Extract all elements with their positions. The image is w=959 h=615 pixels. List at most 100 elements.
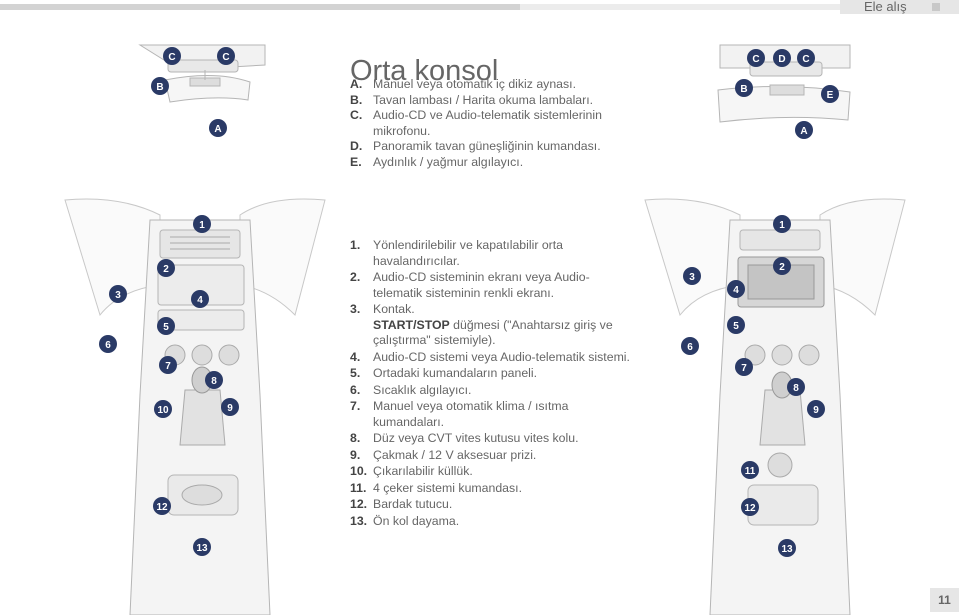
item-text-main: Tavan lambası / Harita okuma lambaları. — [373, 92, 594, 107]
marker-4-left: 4 — [191, 290, 209, 308]
svg-text:13: 13 — [196, 543, 208, 554]
marker-1-left: 1 — [193, 215, 211, 233]
marker-6-left: 6 — [99, 335, 117, 353]
item-text-main: Audio-CD ve Audio-telematik sistemlerini… — [373, 108, 602, 138]
svg-text:D: D — [778, 54, 785, 65]
svg-text:11: 11 — [745, 466, 756, 477]
marker-9-right: 9 — [807, 400, 825, 418]
item-key: 10. — [350, 464, 368, 478]
item-text: Ön kol dayama. — [373, 514, 459, 528]
item-key: 6. — [350, 382, 361, 397]
svg-text:3: 3 — [115, 290, 121, 301]
item-text: Sıcaklık algılayıcı. — [373, 383, 471, 397]
marker-8-left: 8 — [205, 371, 223, 389]
marker-4-right: 4 — [727, 280, 745, 298]
item-key: 8. — [350, 431, 361, 445]
list-item: 9. Çakmak / 12 V aksesuar prizi. — [350, 448, 630, 464]
item-text-main: Audio-CD sistemi veya Audio-telematik si… — [373, 349, 630, 364]
marker-12-right: 12 — [741, 498, 759, 516]
item-text: Manuel veya otomatik klima / ısıtma kuma… — [373, 399, 568, 429]
item-key: 4. — [350, 349, 361, 364]
svg-text:9: 9 — [813, 405, 819, 416]
marker-C-left-1: C — [163, 47, 181, 65]
list-item: 8. Düz veya CVT vites kutusu vites kolu. — [350, 431, 630, 447]
item-text-main: Çıkarılabilir küllük. — [373, 464, 473, 478]
list-item: 11. 4 çeker sistemi kumandası. — [350, 481, 630, 497]
item-key: 9. — [350, 447, 361, 462]
svg-text:C: C — [752, 54, 759, 65]
item-text: Kontak.START/STOP düğmesi ("Anahtarsız g… — [373, 302, 613, 347]
item-key: E. — [350, 154, 362, 169]
svg-text:E: E — [827, 90, 834, 101]
section-label: Ele alış — [864, 0, 907, 14]
marker-A-right: A — [795, 121, 813, 139]
svg-text:1: 1 — [199, 220, 205, 231]
marker-B-right: B — [735, 79, 753, 97]
marker-2-left: 2 — [157, 259, 175, 277]
marker-11-right: 11 — [741, 461, 759, 479]
list-item: E. Aydınlık / yağmur algılayıcı. — [350, 155, 620, 171]
marker-13-right: 13 — [778, 539, 796, 557]
list-item: 2.Audio-CD sisteminin ekranı veya Audio-… — [350, 270, 630, 301]
section-square-icon — [932, 3, 940, 11]
svg-text:1: 1 — [779, 220, 785, 231]
svg-text:2: 2 — [163, 264, 169, 275]
svg-text:4: 4 — [197, 295, 203, 306]
item-text-main: 4 çeker sistemi kumandası. — [373, 480, 522, 495]
marker-7-right: 7 — [735, 358, 753, 376]
svg-text:6: 6 — [687, 342, 693, 353]
item-text-main: Düz veya CVT vites kutusu vites kolu. — [373, 431, 579, 445]
list-item: C.Audio-CD ve Audio-telematik sistemleri… — [350, 108, 620, 139]
item-text: Aydınlık / yağmur algılayıcı. — [373, 155, 523, 169]
item-text: Tavan lambası / Harita okuma lambaları. — [373, 93, 593, 107]
svg-text:7: 7 — [741, 363, 747, 374]
svg-text:3: 3 — [689, 272, 695, 283]
markers-right-top: C D C B E A — [735, 49, 839, 139]
item-key: 5. — [350, 366, 361, 380]
item-key: 7. — [350, 399, 361, 413]
item-text-main: Audio-CD sisteminin ekranı veya Audio-te… — [373, 270, 590, 300]
item-text-main: Yönlendirilebilir ve kapatılabilir orta … — [373, 238, 564, 268]
list-item: 6. Sıcaklık algılayıcı. — [350, 383, 630, 399]
item-text-main: Panoramik tavan güneşliğinin kumandası. — [373, 139, 601, 153]
marker-3-left: 3 — [109, 285, 127, 303]
item-text-bold: START/STOP — [373, 317, 450, 332]
svg-text:C: C — [168, 52, 175, 63]
svg-text:C: C — [222, 52, 229, 63]
svg-text:2: 2 — [779, 262, 785, 273]
svg-text:12: 12 — [156, 502, 168, 513]
item-text: Çakmak / 12 V aksesuar prizi. — [373, 448, 536, 462]
section-tab[interactable] — [840, 0, 959, 14]
marker-A-left: A — [209, 119, 227, 137]
marker-B-left: B — [151, 77, 169, 95]
markers-left-top: B C C A — [151, 47, 235, 137]
svg-text:6: 6 — [105, 340, 111, 351]
svg-text:A: A — [800, 126, 807, 137]
item-text-main: Aydınlık / yağmur algılayıcı. — [373, 154, 524, 169]
item-text-after: düğmesi ("Anahtarsız giriş ve çalıştırma… — [373, 317, 613, 348]
top-decor-bar-light — [520, 4, 840, 10]
item-key: D. — [350, 139, 363, 153]
marker-E-right: E — [821, 85, 839, 103]
item-key: 1. — [350, 238, 361, 252]
item-text-main: Çakmak / 12 V aksesuar prizi. — [373, 447, 537, 462]
letter-legend-list: A.Manuel veya otomatik iç dikiz aynası.B… — [350, 77, 620, 170]
item-key: 3. — [350, 302, 361, 316]
svg-text:C: C — [802, 54, 809, 65]
list-item: B.Tavan lambası / Harita okuma lambaları… — [350, 93, 620, 109]
item-text: Manuel veya otomatik iç dikiz aynası. — [373, 77, 576, 91]
list-item: 7. Manuel veya otomatik klima / ısıtma ku… — [350, 399, 630, 430]
item-text: Audio-CD ve Audio-telematik sistemlerini… — [373, 108, 602, 138]
svg-text:8: 8 — [793, 383, 799, 394]
svg-text:10: 10 — [157, 405, 169, 416]
number-legend-list: 1. Yönlendirilebilir ve kapatılabilir ort… — [350, 238, 630, 530]
marker-D-right: D — [773, 49, 791, 67]
marker-5-right: 5 — [727, 316, 745, 334]
item-key: 11. — [350, 480, 367, 495]
svg-text:8: 8 — [211, 376, 217, 387]
svg-text:7: 7 — [165, 361, 171, 372]
list-item: D. Panoramik tavan güneşliğinin kumandası… — [350, 139, 620, 155]
illustration-console-right — [640, 195, 910, 615]
svg-text:13: 13 — [781, 544, 793, 555]
top-decor-bar — [0, 4, 520, 10]
